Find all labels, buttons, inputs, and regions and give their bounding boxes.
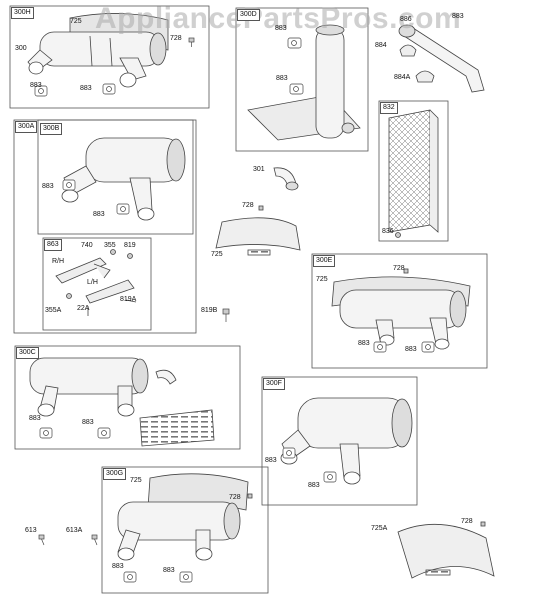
group-label-300F: 300F	[263, 378, 285, 390]
group-label-300B: 300B	[40, 123, 63, 135]
part-883-300G-b: 883	[163, 567, 175, 574]
muffler-300H	[27, 13, 169, 88]
spark-arrestor-screen-832	[388, 109, 439, 238]
part-883-300F-b: 883	[308, 482, 320, 489]
part-883-300E-b: 883	[405, 346, 417, 353]
part-613: 613	[25, 527, 37, 534]
part-819B: 819B	[201, 307, 218, 314]
group-label-300E: 300E	[313, 255, 336, 267]
part-725-300E: 725	[316, 276, 328, 283]
gaskets-300E	[373, 341, 435, 353]
watermark: AppliancePartsPros.com	[95, 2, 462, 35]
group-box-300H	[9, 5, 210, 109]
group-label-300A: 300A	[15, 121, 38, 133]
gaskets-300H	[34, 83, 116, 97]
part-883-300D-b: 883	[276, 75, 288, 82]
part-301: 301	[253, 166, 265, 173]
group-box-832	[378, 100, 449, 242]
part-613A: 613A	[66, 527, 83, 534]
bolt-728-a	[188, 37, 195, 47]
bolt-819B	[222, 308, 230, 322]
group-label-300H: 300H	[11, 7, 34, 19]
part-884: 884	[375, 42, 387, 49]
part-883-886: 883	[452, 13, 464, 20]
part-725-300H: 725	[70, 18, 82, 25]
muffler-300C	[29, 357, 177, 417]
group-label-863: 863	[44, 239, 62, 251]
part-355: 355	[104, 242, 116, 249]
exhaust-tube-886	[398, 24, 485, 93]
group-box-300C	[14, 345, 241, 450]
muffler-300E	[331, 268, 471, 350]
part-836: 836	[382, 228, 394, 235]
gaskets-300G	[123, 571, 193, 583]
part-728-725A: 728	[461, 518, 473, 525]
part-725A: 725A	[371, 525, 388, 532]
part-883-300D-a: 883	[275, 25, 287, 32]
part-728-300G: 728	[229, 494, 241, 501]
part-22A: 22A	[77, 305, 90, 312]
part-725-mid: 725	[211, 251, 223, 258]
group-box-300D	[235, 7, 369, 152]
group-box-863	[42, 237, 152, 331]
part-300: 300	[15, 45, 27, 52]
muffler-300G	[117, 473, 253, 561]
part-883-300E-a: 883	[358, 340, 370, 347]
part-883-300H-b: 883	[80, 85, 92, 92]
group-box-300F	[261, 376, 418, 506]
group-label-832: 832	[380, 102, 398, 114]
part-883-300H-a: 883	[30, 82, 42, 89]
bracket-kit-863	[55, 249, 137, 316]
part-886: 886	[400, 16, 412, 23]
group-box-300G	[101, 466, 269, 594]
group-label-300G: 300G	[103, 468, 127, 480]
part-819A: 819A	[120, 296, 137, 303]
group-label-300C: 300C	[16, 347, 39, 359]
part-883-300B-a: 883	[42, 183, 54, 190]
part-728-300H: 728	[170, 35, 182, 42]
part-819: 819	[124, 242, 136, 249]
part-728-300E: 728	[393, 265, 405, 272]
part-883-300B-b: 883	[93, 211, 105, 218]
heat-shield-725-mid	[215, 205, 301, 256]
part-725-300G: 725	[130, 477, 142, 484]
part-883-300C-a: 883	[29, 415, 41, 422]
part-740: 740	[81, 242, 93, 249]
gaskets-300D	[287, 37, 304, 95]
part-883-300G-a: 883	[112, 563, 124, 570]
muffler-300D	[247, 24, 361, 141]
grille-300C	[139, 409, 215, 447]
part-884A: 884A	[394, 74, 411, 81]
elbow-301	[273, 167, 299, 191]
part-355A: 355A	[45, 307, 62, 314]
group-box-300B	[37, 119, 194, 235]
part-rh: R/H	[52, 258, 65, 265]
group-label-300D: 300D	[237, 9, 260, 21]
gaskets-300C	[39, 427, 111, 439]
group-box-300E	[311, 253, 488, 369]
muffler-300F	[280, 397, 413, 485]
part-883-300F-a: 883	[265, 457, 277, 464]
part-728-mid: 728	[242, 202, 254, 209]
screws-613	[38, 534, 98, 546]
clamp-884	[399, 44, 417, 57]
gaskets-300B	[62, 179, 130, 215]
clamp-884A	[415, 70, 435, 83]
gaskets-300F	[282, 447, 337, 483]
heat-shield-725A	[397, 521, 495, 579]
part-883-300C-b: 883	[82, 419, 94, 426]
part-lh: L/H	[87, 279, 98, 286]
